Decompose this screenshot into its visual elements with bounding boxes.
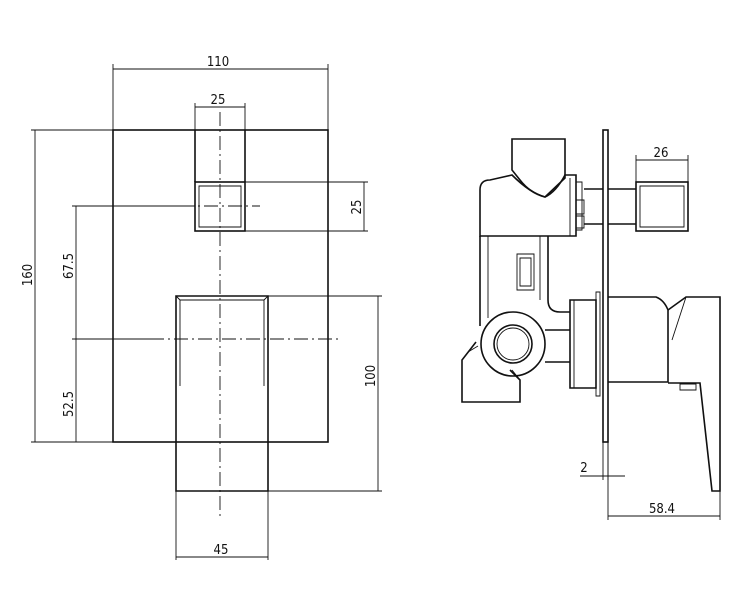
side-valve-body-middle xyxy=(479,236,570,326)
dim-height-diverter-label: 25 xyxy=(350,200,365,215)
dim-offset-lower: 52.5 xyxy=(62,339,113,443)
dim-width-handle: 45 xyxy=(175,491,269,560)
dim-side-projection: 58.4 xyxy=(607,442,721,520)
dim-side-plate-thickness: 2 xyxy=(580,442,625,480)
side-diverter-knob-inner xyxy=(639,185,685,228)
dim-height-plate-label: 160 xyxy=(21,264,36,286)
side-bottom-bracket-detail xyxy=(467,345,521,381)
dim-offset-upper: 67.5 xyxy=(62,205,195,340)
front-diverter-knob-inner xyxy=(198,185,242,228)
side-lever-handle xyxy=(667,296,721,492)
side-body-nuts xyxy=(576,199,585,229)
side-outlet-connector xyxy=(545,329,570,363)
dim-offset-lower-label: 52.5 xyxy=(62,391,77,417)
dim-width-plate: 110 xyxy=(112,55,329,130)
dim-width-diverter: 25 xyxy=(194,93,246,130)
front-lever-handle xyxy=(175,295,269,492)
side-diverter-knob xyxy=(635,181,689,232)
side-top-inlet xyxy=(511,138,566,198)
dim-offset-upper-label: 67.5 xyxy=(62,253,77,279)
side-outlet-ring-outer xyxy=(480,311,546,377)
dim-width-plate-label: 110 xyxy=(207,55,229,70)
dim-side-width-diverter: 26 xyxy=(635,146,689,182)
dim-width-handle-label: 45 xyxy=(214,543,229,558)
side-body-inner-wall xyxy=(487,236,541,318)
dim-height-handle-label: 100 xyxy=(364,365,379,387)
side-view: 26 2 58.4 xyxy=(461,129,721,520)
side-lever-detail xyxy=(671,296,713,492)
front-view: 110 25 25 160 67.5 xyxy=(21,55,382,560)
side-lever-base xyxy=(608,296,669,383)
side-valve-body-upper xyxy=(479,174,577,237)
front-diverter-stem xyxy=(194,130,246,182)
side-bottom-bracket xyxy=(461,341,521,403)
front-diverter-knob xyxy=(194,181,246,232)
side-body-detail xyxy=(569,178,583,236)
side-diverter-stem xyxy=(584,188,636,225)
side-outlet-ring-inner xyxy=(493,324,533,364)
dim-side-projection-label: 58.4 xyxy=(649,502,675,517)
dim-height-handle: 100 xyxy=(268,295,382,492)
side-wall-plate xyxy=(602,129,609,443)
dim-width-diverter-label: 25 xyxy=(211,93,226,108)
side-cartridge-thread xyxy=(573,291,601,397)
dim-side-width-diverter-label: 26 xyxy=(654,146,669,161)
dim-side-plate-thickness-label: 2 xyxy=(580,461,587,476)
front-cover-plate xyxy=(112,129,329,443)
front-lever-bevel xyxy=(175,295,269,386)
side-cartridge-window xyxy=(516,253,535,291)
dim-height-diverter: 25 xyxy=(245,181,368,232)
side-outlet-ring-thread xyxy=(496,327,530,361)
